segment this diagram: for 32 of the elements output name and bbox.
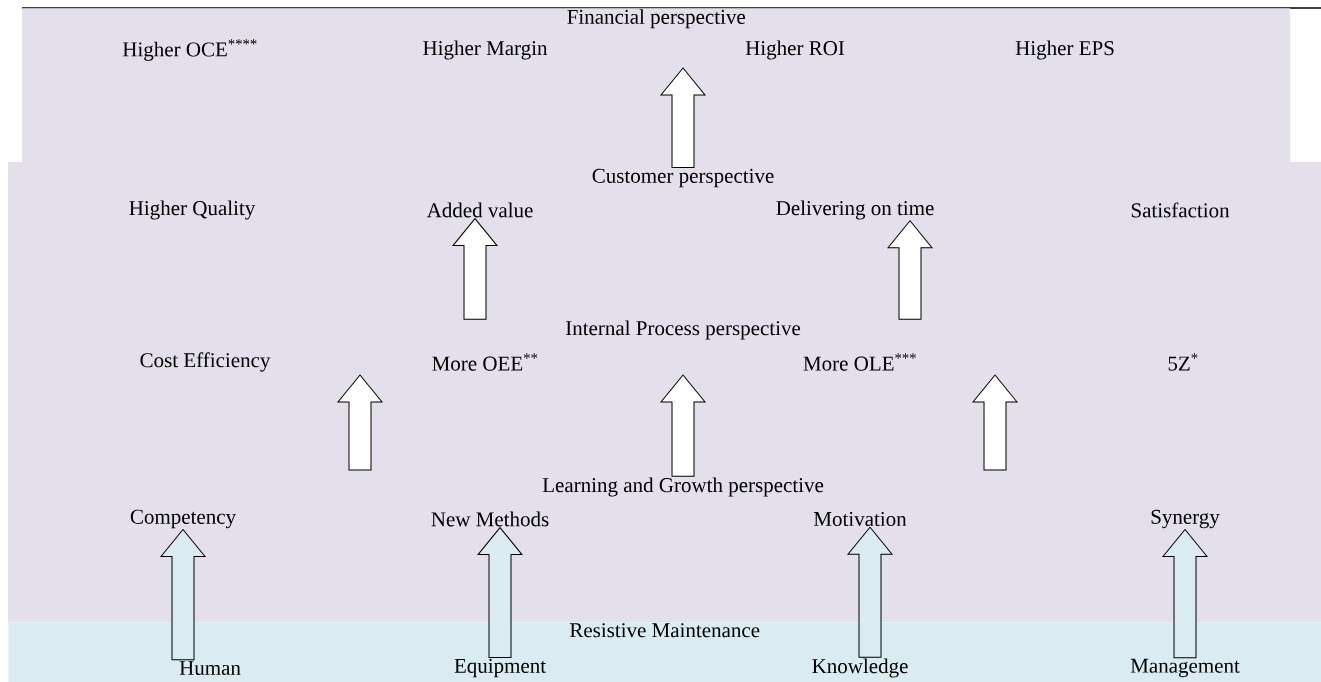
goal-text: Added value xyxy=(426,202,533,218)
goal-text: Equipment xyxy=(454,658,546,678)
goal-text: Synergy xyxy=(1151,509,1220,529)
block-arrow xyxy=(660,374,706,477)
goal-text: Delivering on time xyxy=(776,200,934,220)
block-arrow xyxy=(660,67,706,169)
goal-text: Management xyxy=(1130,658,1240,678)
goal-text: Satisfaction xyxy=(1131,202,1230,218)
goal-text: Higher Margin xyxy=(423,40,548,60)
goal-text: Competency xyxy=(130,509,236,529)
goal-text: Higher OCE$^{****}$ xyxy=(122,39,257,61)
block-arrow xyxy=(887,220,933,320)
goal-text: Higher Quality xyxy=(129,200,256,220)
block-arrow xyxy=(1162,528,1208,659)
goal-text: More OLE$^{***}$ xyxy=(803,353,916,371)
block-arrow xyxy=(160,528,206,661)
goal-text: 5Z$^{*}$ xyxy=(1168,353,1198,371)
block-arrow xyxy=(452,218,498,320)
goal-text: More OEE$^{**}$ xyxy=(432,353,538,371)
block-arrow xyxy=(477,527,523,659)
block-arrow xyxy=(847,526,893,658)
goal-text: Higher ROI xyxy=(745,40,845,60)
node-label: Financial perspective xyxy=(567,9,746,29)
goal-text: Cost Efficiency xyxy=(140,352,271,372)
perspective-heading: Learning and Growth perspective xyxy=(542,477,824,497)
goal-text: Knowledge xyxy=(812,658,908,678)
goal-text: Motivation xyxy=(813,511,907,527)
goal-text: Human xyxy=(179,661,241,675)
perspective-heading: Internal Process perspective xyxy=(566,320,801,340)
perspective-heading: Customer perspective xyxy=(592,168,774,188)
goal-text: Higher EPS xyxy=(1015,40,1114,60)
goal-text: New Methods xyxy=(431,511,549,527)
